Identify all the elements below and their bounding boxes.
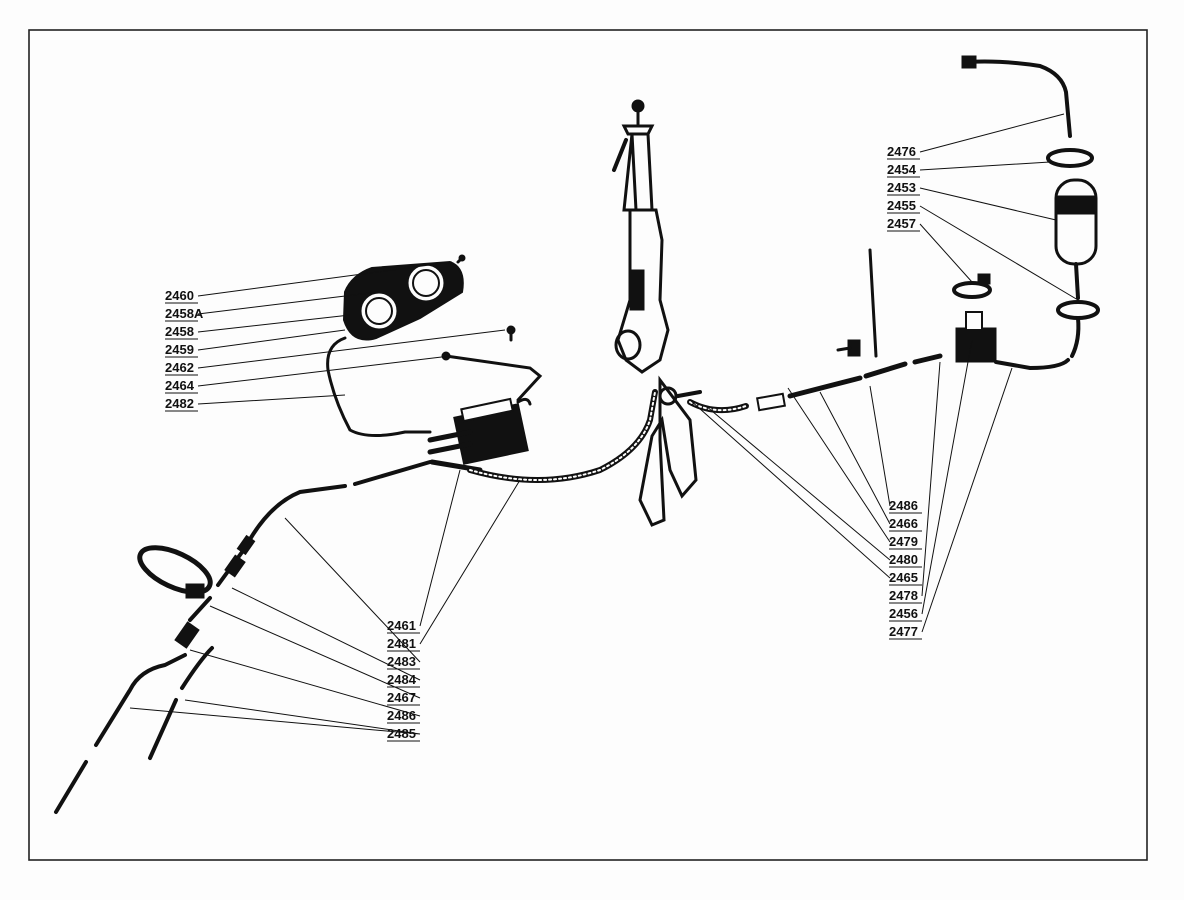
part-label: 2466 [889, 516, 918, 531]
part-label: 2464 [165, 378, 195, 393]
union-fitting [174, 621, 200, 649]
parts-illustration [54, 55, 1100, 814]
clamp-ring [137, 545, 213, 595]
clamp-small [952, 281, 992, 299]
center-label-group: 2461 2481 2483 2484 2467 2486 2485 [387, 618, 417, 741]
diagram-border [28, 29, 1148, 861]
right-top-label-group: 2476 2454 2453 2455 2457 [887, 144, 917, 231]
strainer-fitting-b [236, 534, 256, 556]
part-label: 2458 [165, 324, 194, 339]
label-underlines [165, 158, 922, 742]
part-label: 2485 [387, 726, 416, 741]
part-label: 2453 [887, 180, 916, 195]
part-label: 2458A [165, 306, 204, 321]
bracket-arm [638, 375, 698, 527]
gauge-cable [326, 336, 432, 437]
part-label: 2460 [165, 288, 194, 303]
part-label: 2459 [165, 342, 194, 357]
part-label: 2482 [165, 396, 194, 411]
part-label: 2477 [889, 624, 918, 639]
part-label: 2455 [887, 198, 916, 213]
pipe-to-strainer [188, 484, 347, 622]
part-label: 2479 [889, 534, 918, 549]
part-label: 2456 [889, 606, 918, 621]
left-label-group: 2460 2458A 2458 2459 2462 2464 2482 [165, 288, 204, 411]
part-label: 2454 [887, 162, 917, 177]
leader-lines [129, 113, 1079, 735]
pump-lever [444, 354, 543, 402]
right-label-group: 2486 2466 2479 2480 2465 2478 2456 2477 [889, 498, 918, 639]
tap-handle [621, 110, 655, 136]
part-label: 2462 [165, 360, 194, 375]
part-label: 2486 [889, 498, 918, 513]
vent-pipe [868, 248, 878, 358]
clamp-top [1046, 148, 1094, 168]
pipe-right [787, 353, 943, 399]
top-pipe [966, 59, 1072, 138]
sediment-chamber [1054, 178, 1098, 266]
pipe-lower-left [54, 653, 187, 814]
part-label: 2483 [387, 654, 416, 669]
column-tube [622, 132, 654, 212]
pipe-lower-left-2 [148, 646, 214, 760]
clamp-bottom [1056, 300, 1100, 320]
part-label: 2486 [387, 708, 416, 723]
part-label: 2481 [387, 636, 416, 651]
part-label: 2484 [387, 672, 417, 687]
part-label: 2461 [387, 618, 416, 633]
filter-bowl [955, 327, 997, 363]
strainer-fitting-a [224, 554, 246, 578]
part-label: 2480 [889, 552, 918, 567]
part-label: 2467 [387, 690, 416, 705]
part-label: 2465 [889, 570, 918, 585]
part-label: 2457 [887, 216, 916, 231]
part-label: 2476 [887, 144, 916, 159]
pipe-to-pump [353, 460, 432, 486]
part-label: 2478 [889, 588, 918, 603]
